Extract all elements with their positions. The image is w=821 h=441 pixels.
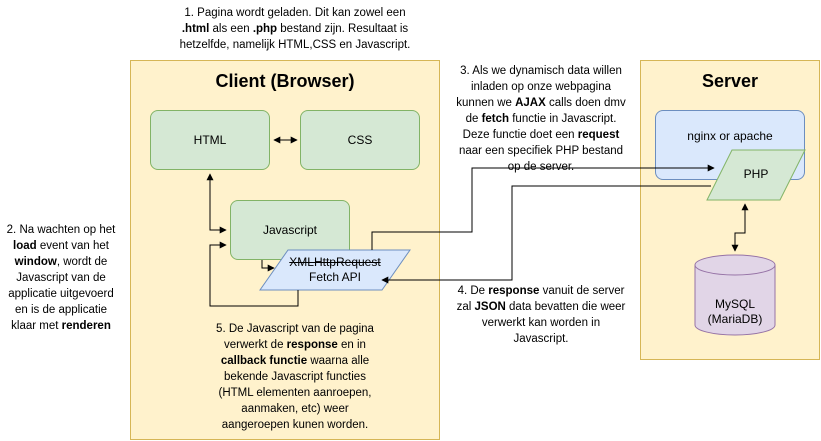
webserver-label: nginx or apache <box>687 129 773 143</box>
php-shape <box>706 149 806 201</box>
note-json-response: 4. De response vanuit de server zal JSON… <box>456 285 626 345</box>
note-callback: 5. De Javascript van de pagina verwerkt … <box>216 323 374 431</box>
request-arrow <box>371 164 715 250</box>
mysql-cylinder <box>694 254 776 336</box>
html-box: HTML <box>150 110 270 170</box>
html-js-arrow <box>206 173 227 234</box>
server-title: Server <box>701 71 759 91</box>
php-mysql-arrow <box>731 203 749 252</box>
fetch-api-shape <box>259 249 411 291</box>
mysql-label: MySQL (MariaDB) <box>707 297 763 326</box>
fetch-api-label: XMLHttpRequest Fetch API <box>270 255 400 285</box>
javascript-label: Javascript <box>262 223 318 237</box>
xmlhttprequest-label: XMLHttpRequest <box>289 255 381 269</box>
js-fetch-arrow <box>261 260 275 272</box>
php-label: PHP <box>743 167 769 181</box>
css-label: CSS <box>347 133 373 147</box>
client-title: Client (Browser) <box>215 71 355 91</box>
callback-loop-arrow <box>209 241 299 307</box>
note-ajax-fetch: 3. Als we dynamisch data willen inladen … <box>456 65 626 173</box>
note-page-load: 1. Pagina wordt geladen. Dit kan zowel e… <box>179 7 411 51</box>
fetch-label: Fetch API <box>308 270 362 284</box>
html-label: HTML <box>193 133 227 147</box>
note-load-event: 2. Na wachten op het load event van het … <box>6 224 116 332</box>
response-arrow <box>381 185 711 284</box>
css-box: CSS <box>300 110 420 170</box>
